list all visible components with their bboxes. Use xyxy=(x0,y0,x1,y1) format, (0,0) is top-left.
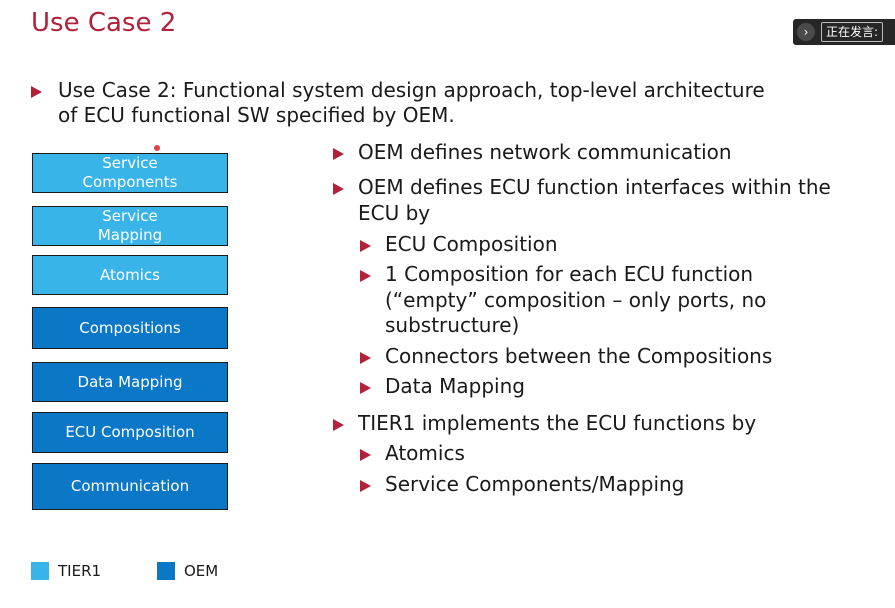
layer-label: Compositions xyxy=(79,318,181,337)
sub-bullet-data-mapping: Data Mapping xyxy=(385,374,525,398)
main-bullet-line1: Use Case 2: Functional system design app… xyxy=(58,78,765,102)
sub-bullet-arrow-icon xyxy=(360,449,371,461)
speaking-label: 正在发言: xyxy=(821,22,884,42)
main-bullet-line2: of ECU functional SW specified by OEM. xyxy=(58,103,455,127)
layer-atomics: Atomics xyxy=(32,255,228,295)
layer-label-line2: Components xyxy=(82,173,178,191)
sub-bullet-arrow-icon xyxy=(360,270,371,282)
bullet-network-communication: OEM defines network communication xyxy=(358,140,732,164)
sub-bullet-composition-line2: (“empty” composition – only ports, no xyxy=(385,288,767,312)
bullet-arrow-icon xyxy=(31,86,42,98)
sub-bullet-arrow-icon xyxy=(360,240,371,252)
sub-bullet-service-components: Service Components/Mapping xyxy=(385,472,685,496)
legend-swatch-tier1 xyxy=(31,562,49,580)
layer-label: Communication xyxy=(70,477,190,495)
sub-bullet-arrow-icon xyxy=(360,480,371,492)
legend-swatch-oem xyxy=(157,562,175,580)
layer-compositions: Compositions xyxy=(32,307,228,349)
layer-communication: Communication xyxy=(32,463,228,510)
layer-data-mapping: Data Mapping xyxy=(32,362,228,402)
bullet-arrow-icon xyxy=(333,148,344,160)
bullet-ecu-interfaces-line1: OEM defines ECU function interfaces with… xyxy=(358,175,831,199)
sub-bullet-connectors: Connectors between the Compositions xyxy=(385,344,773,368)
layer-label-line1: Service xyxy=(102,154,158,172)
layer-label: Data Mapping xyxy=(77,372,183,391)
bullet-arrow-icon xyxy=(333,183,344,195)
sub-bullet-arrow-icon xyxy=(360,352,371,364)
slide-title: Use Case 2 xyxy=(31,8,177,38)
laser-pointer-dot xyxy=(154,145,160,151)
legend-label-oem: OEM xyxy=(184,562,219,580)
layer-label: ECU Composition xyxy=(65,423,195,441)
layer-label-line2: Mapping xyxy=(97,226,163,244)
sub-bullet-composition-line1: 1 Composition for each ECU function xyxy=(385,262,754,286)
sub-bullet-atomics: Atomics xyxy=(385,441,465,465)
bullet-arrow-icon xyxy=(333,419,344,431)
bullet-ecu-interfaces-line2: ECU by xyxy=(358,201,431,225)
chevron-right-icon[interactable]: › xyxy=(797,23,815,41)
sub-bullet-ecu-composition: ECU Composition xyxy=(385,232,558,256)
layer-label: Atomics xyxy=(100,265,160,284)
layer-label-line1: Service xyxy=(102,207,158,225)
layer-ecu-composition: ECU Composition xyxy=(32,412,228,453)
legend-label-tier1: TIER1 xyxy=(58,562,102,580)
sub-bullet-arrow-icon xyxy=(360,382,371,394)
sub-bullet-composition-line3: substructure) xyxy=(385,313,520,337)
bullet-tier1-implements: TIER1 implements the ECU functions by xyxy=(358,411,757,435)
speaking-indicator[interactable]: › 正在发言: xyxy=(793,19,895,45)
